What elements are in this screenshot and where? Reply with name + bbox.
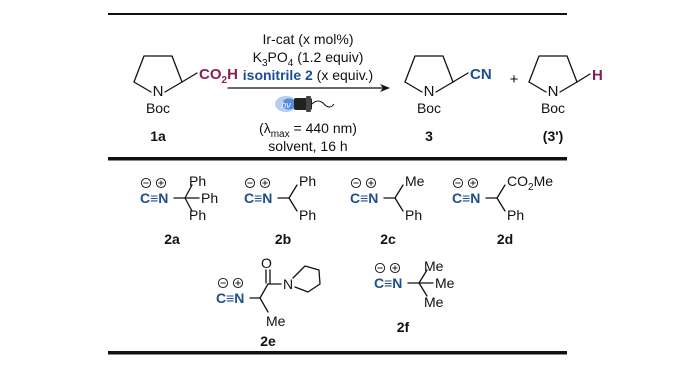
label-2b: 2b: [275, 231, 291, 247]
svg-text:Me: Me: [405, 173, 425, 189]
sm-nitrogen: N: [153, 83, 164, 100]
label-2e: 2e: [260, 333, 276, 349]
plus-sign: +: [510, 71, 519, 88]
reaction-arrow-group: Ir-cat (x mol%) K3PO4 (1.2 equiv) isonit…: [227, 31, 390, 154]
isonitrile-2f: C≡N Me Me Me 2f: [374, 258, 455, 335]
side-nitrogen: N: [548, 83, 559, 100]
condition-isonitrile: isonitrile 2 (x equiv.): [243, 67, 373, 83]
starting-material-1a: N Boc CO2H 1a: [133, 55, 238, 144]
svg-text:Me: Me: [424, 294, 444, 310]
condition-wavelength: (λmax = 440 nm): [259, 120, 357, 140]
isonitrile-core: C≡N: [452, 190, 480, 206]
blue-lamp-icon: hν: [275, 96, 335, 112]
svg-text:Ph: Ph: [189, 207, 206, 223]
isonitrile-core: C≡N: [374, 275, 402, 291]
side-hydrogen: H: [592, 67, 603, 84]
isonitrile-2b: C≡N Ph Ph 2b: [244, 173, 316, 247]
label-2a: 2a: [164, 231, 180, 247]
label-3: 3: [425, 128, 433, 144]
side-product-3prime: N Boc H (3'): [528, 55, 603, 144]
svg-text:Ph: Ph: [405, 207, 422, 223]
label-2f: 2f: [397, 319, 410, 335]
isonitrile-core: C≡N: [350, 190, 378, 206]
side-boc: Boc: [541, 100, 565, 116]
isonitrile-core: C≡N: [140, 190, 168, 206]
light-label: hν: [281, 100, 291, 110]
ester-group: CO2Me: [507, 173, 553, 193]
svg-text:Ph: Ph: [189, 173, 206, 189]
condition-solvent-time: solvent, 16 h: [268, 138, 347, 154]
product-3: N Boc CN 3: [404, 55, 492, 144]
sm-carboxylic-acid: CO2H: [199, 66, 238, 86]
svg-text:Ph: Ph: [201, 190, 218, 206]
isonitrile-2c: C≡N Me Ph 2c: [350, 173, 425, 247]
label-2d: 2d: [497, 231, 513, 247]
condition-base: K3PO4 (1.2 equiv): [253, 49, 364, 69]
sm-boc: Boc: [146, 100, 170, 116]
svg-text:Me: Me: [266, 313, 286, 329]
svg-text:Me: Me: [424, 258, 444, 274]
label-2c: 2c: [380, 231, 396, 247]
svg-text:Ph: Ph: [507, 207, 524, 223]
product-nitrogen: N: [424, 83, 435, 100]
label-1a: 1a: [150, 128, 166, 144]
isonitrile-2d: C≡N CO2Me Ph 2d: [452, 173, 553, 247]
svg-text:Ph: Ph: [299, 207, 316, 223]
middle-rule: [108, 157, 567, 161]
svg-text:N: N: [283, 276, 293, 292]
condition-catalyst: Ir-cat (x mol%): [263, 31, 354, 47]
label-3prime: (3'): [543, 128, 563, 144]
svg-text:Ph: Ph: [299, 173, 316, 189]
bottom-rule: [108, 351, 567, 355]
product-nitrile: CN: [470, 66, 492, 83]
isonitrile-2a: C≡N Ph Ph Ph 2a: [140, 173, 218, 247]
isonitrile-core: C≡N: [244, 190, 272, 206]
svg-text:O: O: [261, 255, 272, 271]
product-boc: Boc: [417, 100, 441, 116]
isonitrile-core: C≡N: [216, 290, 244, 306]
svg-text:Me: Me: [435, 275, 455, 291]
isonitrile-2e: C≡N O N Me 2e: [216, 255, 321, 349]
top-rule: [108, 13, 567, 15]
